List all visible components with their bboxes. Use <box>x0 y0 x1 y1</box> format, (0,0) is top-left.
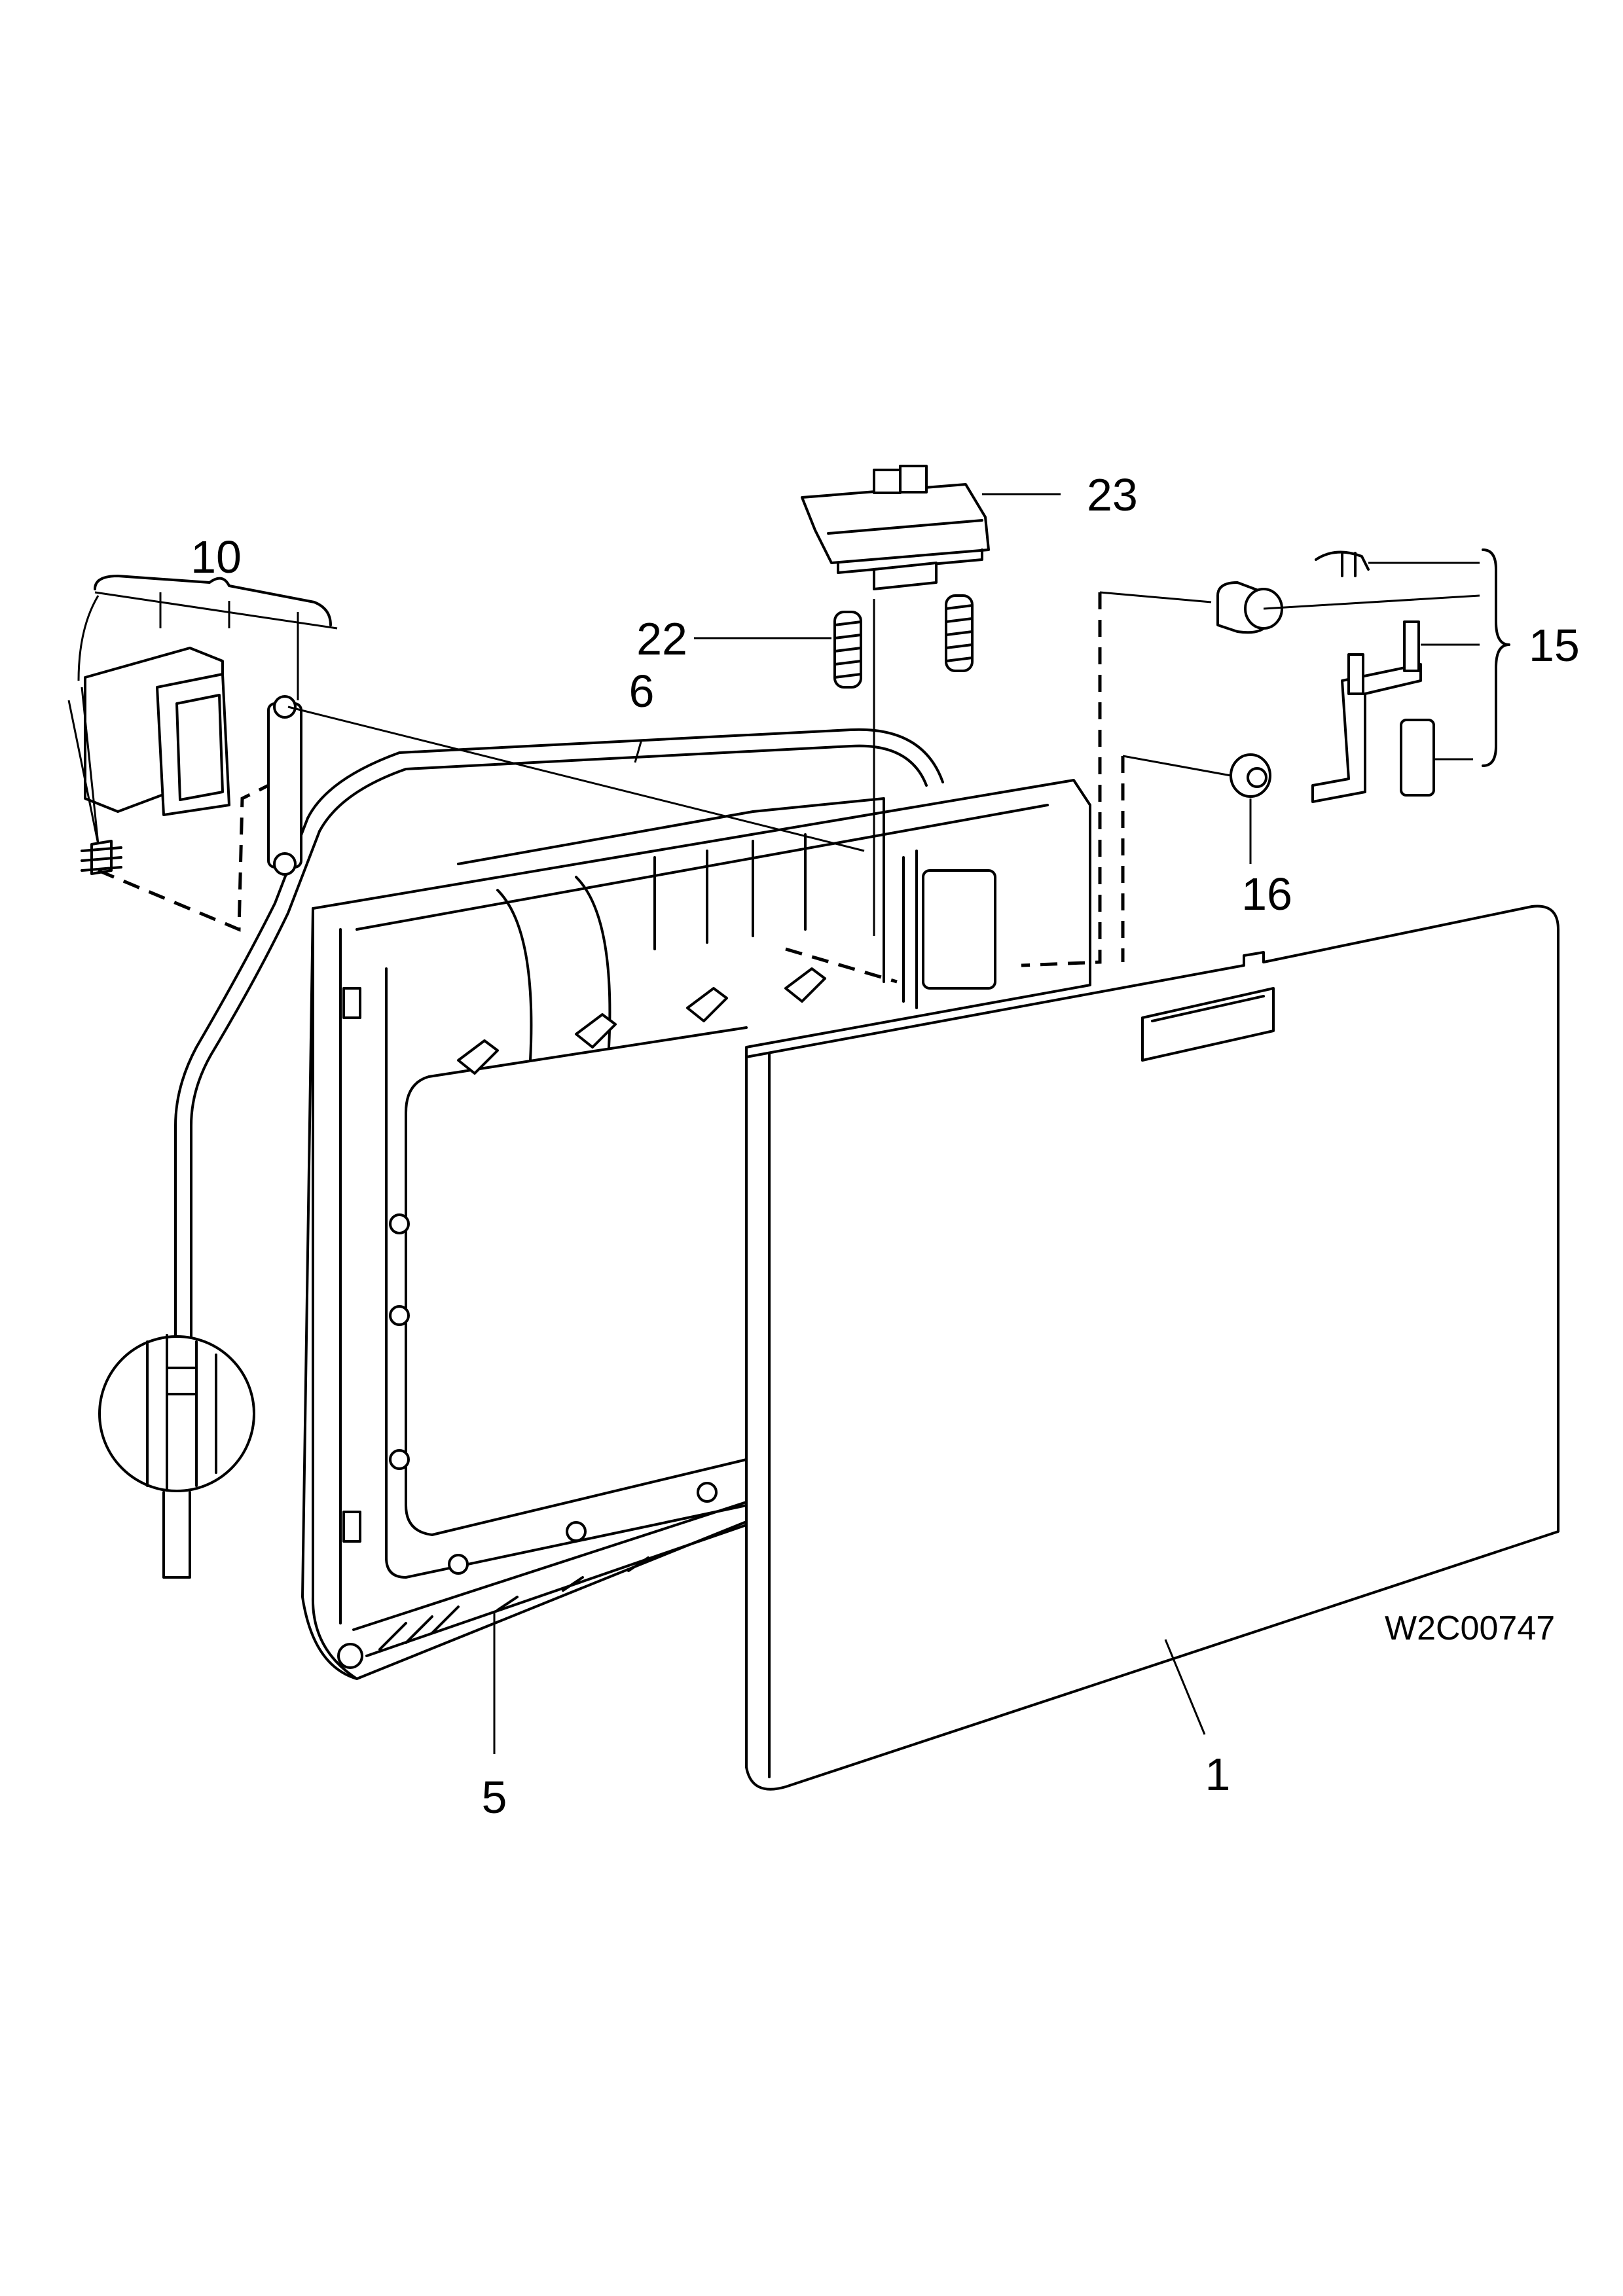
callout-labels: 23 22 10 6 15 16 5 1 W2C00747 <box>191 469 1580 1823</box>
callout-15: 15 <box>1529 620 1580 671</box>
hinge-assembly <box>81 647 302 876</box>
inner-door <box>301 779 1091 1680</box>
door-panel <box>745 905 1559 1791</box>
callout-6: 6 <box>629 666 655 717</box>
callout-23: 23 <box>1087 469 1138 520</box>
handle <box>801 465 990 590</box>
callout-22: 22 <box>636 613 687 664</box>
drawing-code: W2C00747 <box>1385 1609 1555 1647</box>
callout-16: 16 <box>1241 869 1292 920</box>
door-seal <box>162 728 944 1579</box>
callout-1: 1 <box>1205 1749 1231 1800</box>
dashed-connection-lines <box>98 592 1125 984</box>
springs <box>833 594 974 689</box>
seal-cross-section-detail <box>98 1334 255 1492</box>
callout-10: 10 <box>191 531 242 583</box>
latch-assembly <box>1216 550 1435 803</box>
leader-lines <box>67 493 1510 1754</box>
callout-5: 5 <box>482 1772 507 1823</box>
